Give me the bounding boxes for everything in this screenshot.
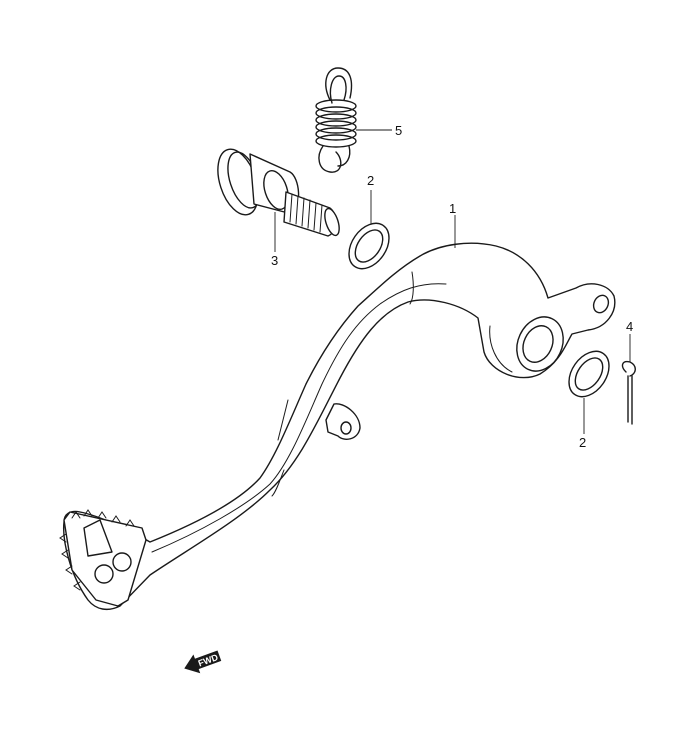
- leader-lines: [274, 129, 631, 434]
- callout-washer-lower: 2: [579, 435, 586, 450]
- pivot-bolt-part: [217, 148, 340, 237]
- brake-pedal-part: [59, 242, 616, 611]
- callout-pivot-bolt: 3: [271, 253, 278, 268]
- callout-washer-upper: 2: [367, 173, 374, 188]
- washer-lower-part: [568, 350, 610, 398]
- fwd-direction-badge: FWD: [184, 650, 222, 674]
- callout-pedal: 1: [449, 201, 456, 216]
- cotter-pin-part: [621, 360, 636, 425]
- fwd-label: FWD: [197, 652, 220, 669]
- return-spring-part: [315, 67, 357, 173]
- callout-return-spring: 5: [395, 123, 402, 138]
- arrow-left-icon: [184, 650, 222, 674]
- washer-upper-part: [348, 222, 390, 270]
- callout-cotter-pin: 4: [626, 319, 633, 334]
